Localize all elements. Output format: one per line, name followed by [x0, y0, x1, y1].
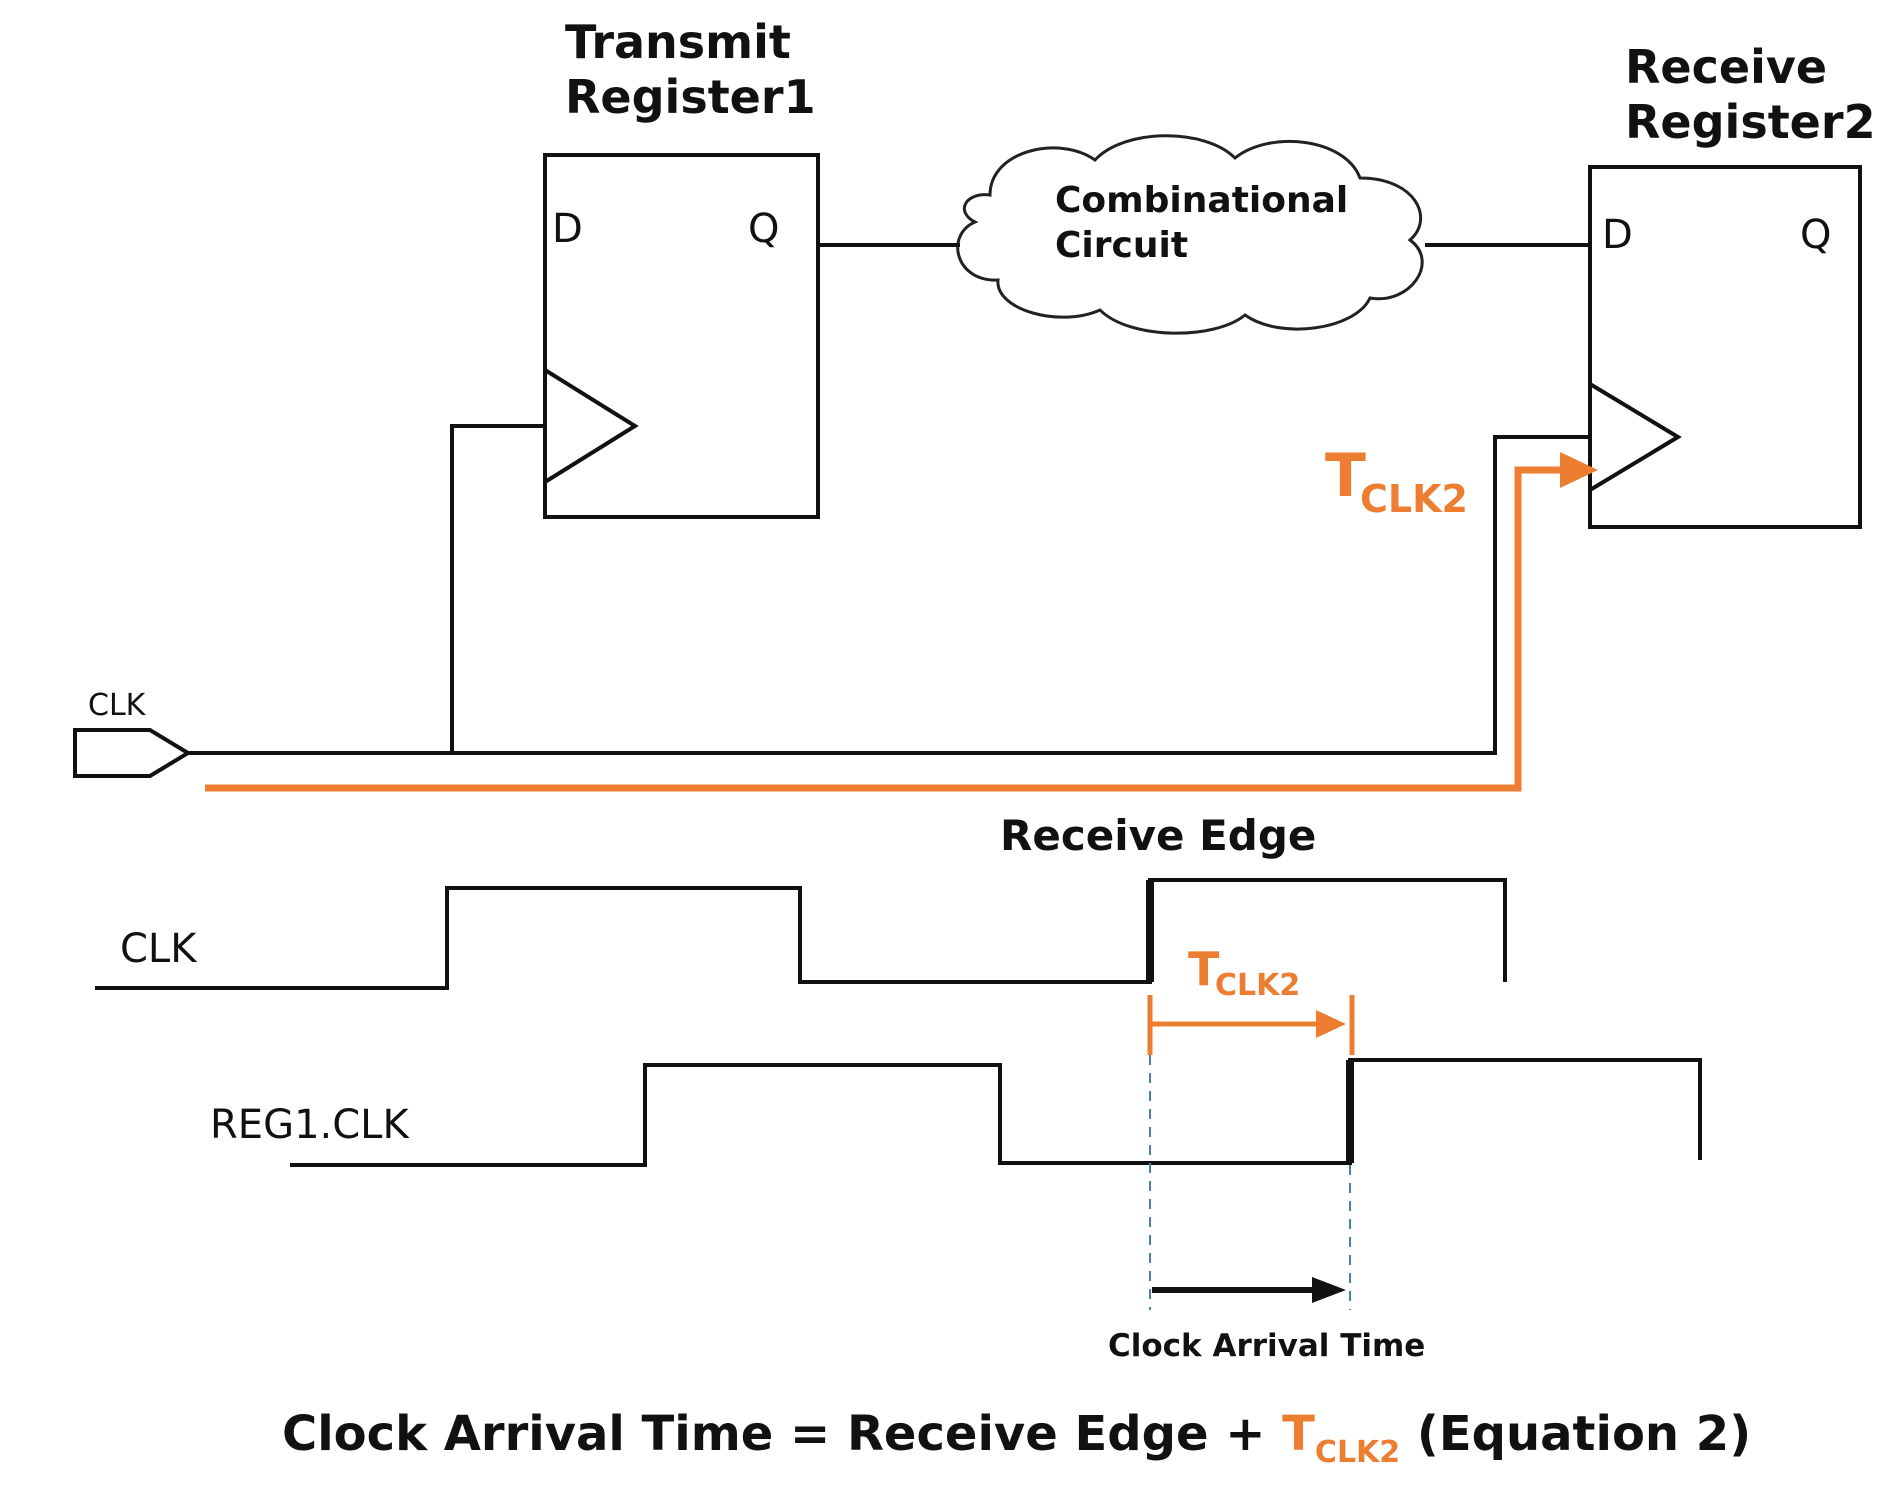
reg1-clk-waveform-label: REG1.CLK	[210, 1102, 410, 1148]
transmit-pin-q: Q	[748, 206, 779, 252]
equation-t-main: T	[1282, 1406, 1315, 1462]
tclk2-path-arrowhead	[1560, 452, 1598, 488]
tclk2-label-sub: CLK2	[1360, 477, 1468, 521]
timing-tclk2-label-main: T	[1188, 942, 1220, 996]
cloud-label-line1: Combinational	[1055, 180, 1348, 221]
equation: Clock Arrival Time = Receive Edge + TCLK…	[282, 1406, 1751, 1470]
transmit-register-title-line1: Transmit	[565, 15, 791, 69]
clk-port-label: CLK	[88, 688, 147, 723]
timing-tclk2-label-sub: CLK2	[1215, 968, 1300, 1003]
receive-pin-d: D	[1602, 212, 1633, 258]
tclk2-label-main: T	[1325, 441, 1366, 511]
equation-part1: Clock Arrival Time = Receive Edge +	[282, 1406, 1282, 1462]
equation-part2: (Equation 2)	[1400, 1406, 1751, 1462]
combinational-circuit-cloud	[956, 134, 1424, 335]
receive-clock-triangle	[1588, 382, 1682, 492]
clk-waveform-label: CLK	[120, 926, 198, 972]
tclk2-path-highlight	[205, 466, 1565, 792]
clk-waveform	[95, 878, 1507, 990]
clock-arrival-arrowhead	[1312, 1277, 1346, 1303]
receive-register-title-line2: Register2	[1625, 95, 1876, 149]
reg1-clk-waveform	[290, 1058, 1702, 1167]
clk-net-to-register2	[188, 435, 1590, 755]
clk-input-port	[73, 728, 192, 778]
transmit-register-box	[543, 153, 820, 519]
clk-net-to-register1	[450, 424, 545, 753]
tclk2-measure-arrowhead	[1316, 1010, 1346, 1038]
equation-t-sub: CLK2	[1315, 1435, 1400, 1470]
transmit-pin-d: D	[552, 206, 583, 252]
receive-register-box	[1588, 165, 1862, 529]
clock-arrival-label: Clock Arrival Time	[1108, 1328, 1425, 1364]
receive-edge-label: Receive Edge	[1000, 811, 1316, 860]
receive-register-title-line1: Receive	[1625, 40, 1827, 94]
cloud-label-line2: Circuit	[1055, 225, 1188, 266]
transmit-register-title-line2: Register1	[565, 70, 816, 124]
transmit-clock-triangle	[543, 368, 639, 484]
receive-pin-q: Q	[1800, 212, 1831, 258]
